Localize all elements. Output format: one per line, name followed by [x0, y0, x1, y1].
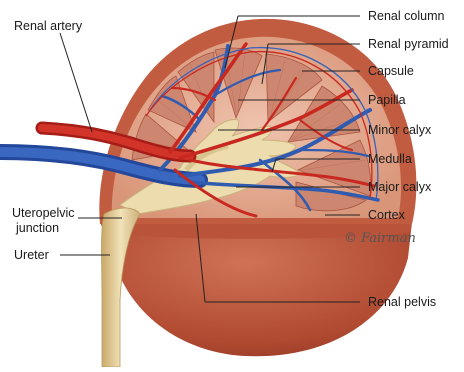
label-cortex: Cortex [368, 208, 405, 222]
label-papilla: Papilla [368, 93, 406, 107]
label-uteropelvic-line1: Uteropelvic [12, 206, 75, 220]
label-renal-column: Renal column [368, 9, 444, 23]
label-capsule: Capsule [368, 64, 414, 78]
label-renal-artery: Renal artery [14, 19, 82, 33]
label-renal-pelvis: Renal pelvis [368, 295, 436, 309]
label-major-calyx: Major calyx [368, 180, 431, 194]
label-renal-pyramid: Renal pyramid [368, 37, 449, 51]
label-medulla: Medulla [368, 152, 412, 166]
label-uteropelvic-line2: junction [16, 221, 59, 235]
label-ureter: Ureter [14, 248, 49, 262]
artist-signature: © Fairman [344, 231, 416, 246]
label-minor-calyx: Minor calyx [368, 123, 431, 137]
